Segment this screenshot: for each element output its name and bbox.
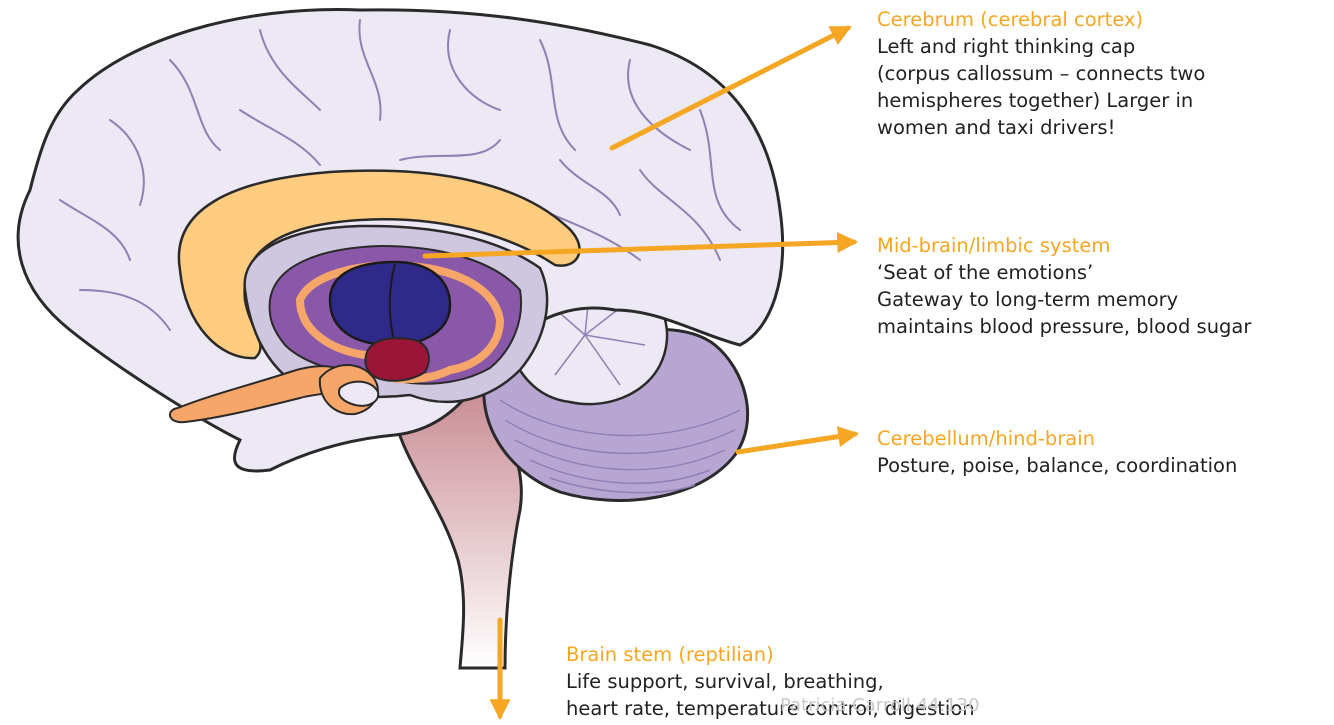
arrow-cerebellum: [738, 434, 855, 452]
cerebrum-line: hemispheres together) Larger in: [877, 87, 1205, 114]
midbrain-title: Mid-brain/limbic system: [877, 232, 1251, 259]
midbrain-line: Gateway to long-term memory: [877, 286, 1251, 313]
cerebellum-line: Posture, poise, balance, coordination: [877, 452, 1237, 479]
hypothalamus: [365, 338, 429, 381]
cerebrum-line: Left and right thinking cap: [877, 33, 1205, 60]
watermark: Patricia Carroll 44.130: [780, 695, 980, 716]
midbrain-annotation: Mid-brain/limbic system ‘Seat of the emo…: [877, 232, 1251, 340]
midbrain-line: maintains blood pressure, blood sugar: [877, 313, 1251, 340]
midbrain-line: ‘Seat of the emotions’: [877, 259, 1251, 286]
cerebellum-title: Cerebellum/hind-brain: [877, 425, 1237, 452]
cerebrum-annotation: Cerebrum (cerebral cortex) Left and righ…: [877, 6, 1205, 141]
brainstem-title: Brain stem (reptilian): [566, 641, 975, 668]
brainstem-line: Life support, survival, breathing,: [566, 668, 975, 695]
cerebellum-annotation: Cerebellum/hind-brain Posture, poise, ba…: [877, 425, 1237, 479]
cerebrum-line: (corpus callossum – connects two: [877, 60, 1205, 87]
cerebrum-line: women and taxi drivers!: [877, 114, 1205, 141]
cerebrum-title: Cerebrum (cerebral cortex): [877, 6, 1205, 33]
